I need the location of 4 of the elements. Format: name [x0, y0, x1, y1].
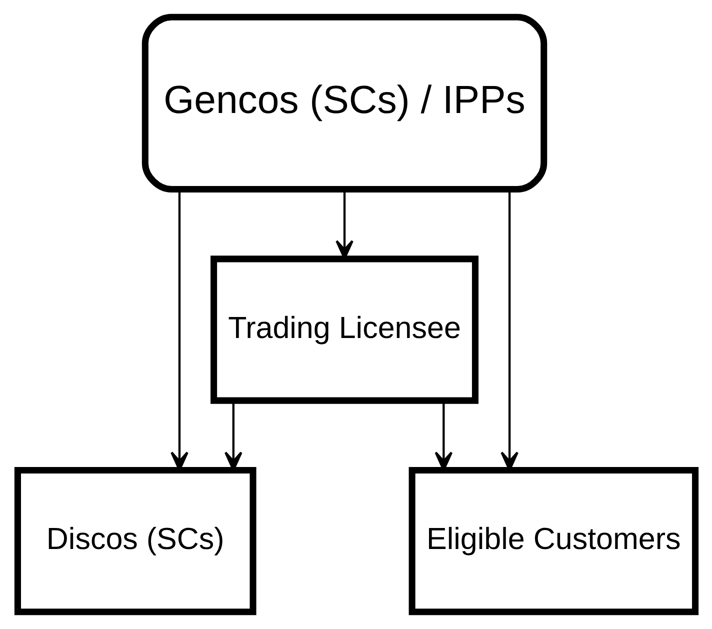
- node-box: Eligible Customers: [408, 467, 698, 616]
- node-box: Discos (SCs): [14, 467, 256, 616]
- node-box: Gencos (SCs) / IPPs: [141, 14, 547, 192]
- node-box: Trading Licensee: [210, 256, 478, 404]
